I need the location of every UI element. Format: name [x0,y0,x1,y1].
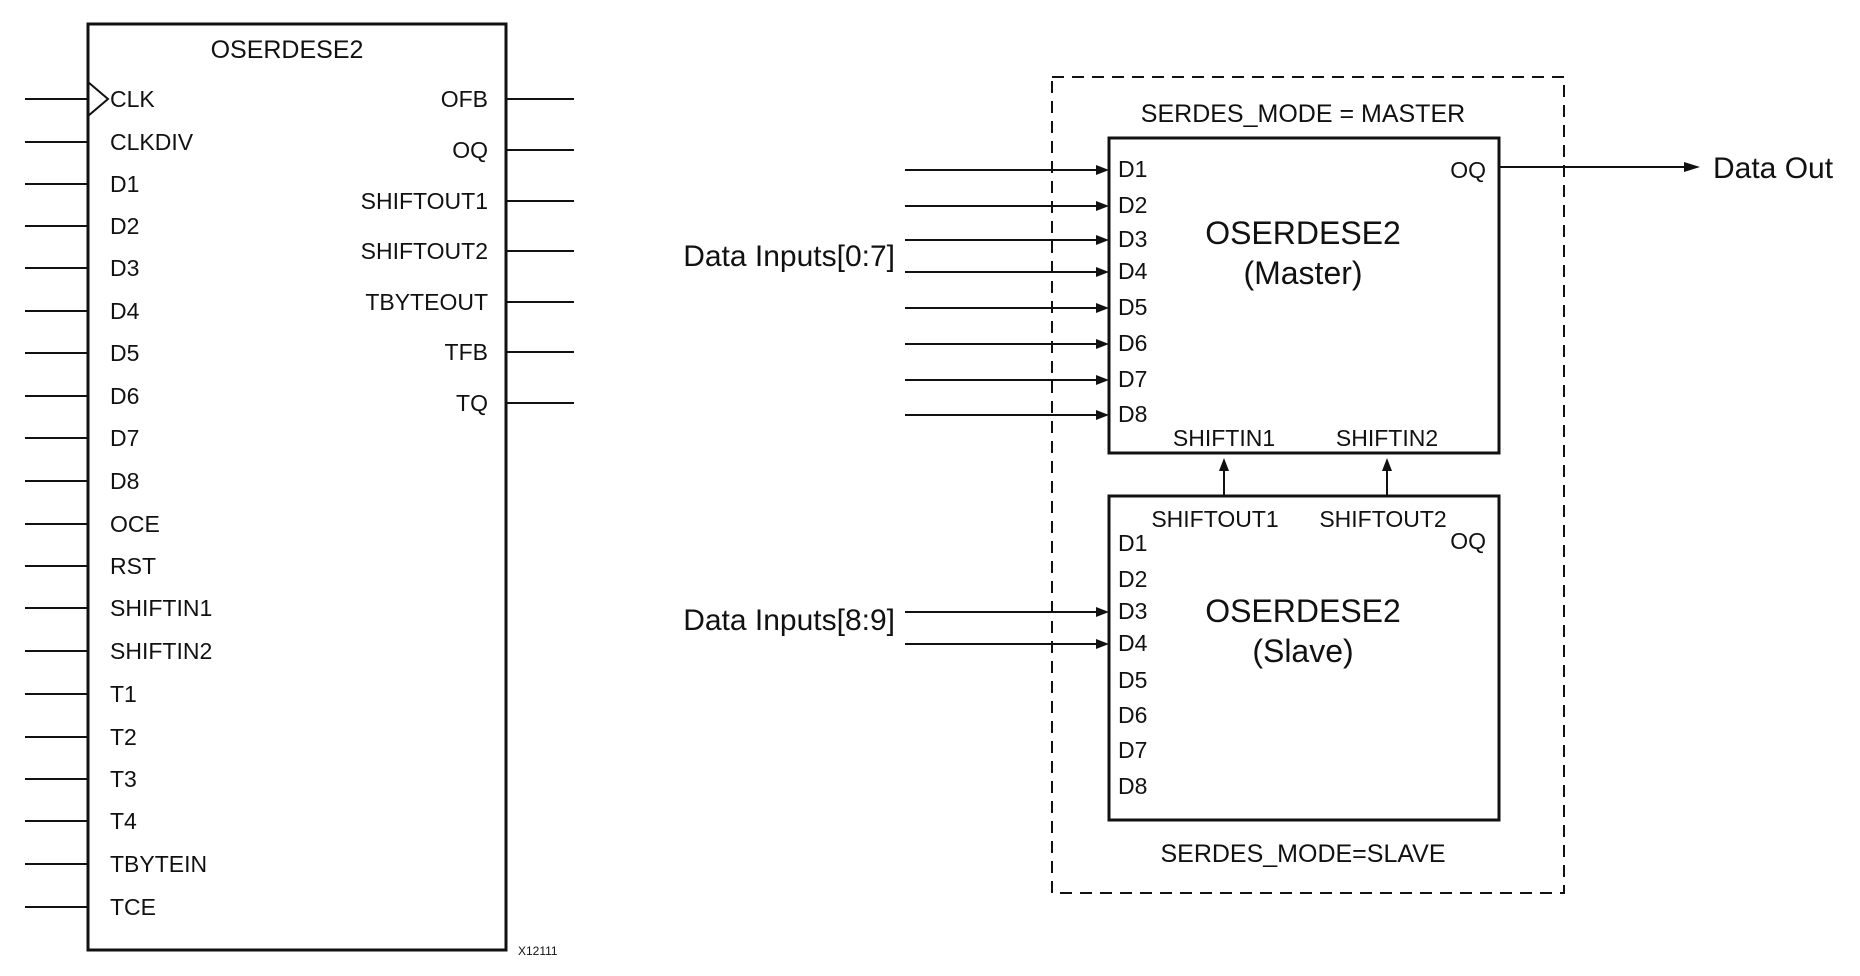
left-input-label-shiftin1: SHIFTIN1 [110,595,212,621]
clk-triangle-icon [87,81,110,117]
data-out: Data Out [1499,152,1834,185]
master-input-arrowhead-d8 [1096,410,1109,420]
master-input-arrowhead-d6 [1096,339,1109,349]
slave-name: OSERDESE2 [1205,593,1401,629]
master-input-arrowhead-d4 [1096,267,1109,277]
left-input-label-tbytein: TBYTEIN [110,851,207,877]
master-input-arrowhead-d5 [1096,303,1109,313]
left-input-label-t3: T3 [110,766,137,792]
master-input-arrowhead-d2 [1096,201,1109,211]
shift1-arrowhead [1219,458,1229,471]
slave-input-label-d4: D4 [1118,630,1148,656]
data-out-arrowhead [1684,162,1700,172]
slave-box [1107,494,1501,822]
shift2-arrowhead [1382,458,1392,471]
left-input-label-d4: D4 [110,298,140,324]
cascade-boundary [1051,76,1565,894]
left-input-label-t4: T4 [110,808,137,834]
left-input-label-clkdiv: CLKDIV [110,129,194,155]
master-input-label-d3: D3 [1118,226,1147,252]
master-name: OSERDESE2 [1205,215,1401,251]
slave-shiftout2-label: SHIFTOUT2 [1319,506,1446,532]
master-input-label-d7: D7 [1118,366,1147,392]
left-input-label-t2: T2 [110,724,137,750]
master-mode-label: SERDES_MODE = MASTER [1141,100,1465,128]
master-input-label-d5: D5 [1118,294,1147,320]
master-shiftin2-label: SHIFTIN2 [1336,425,1438,451]
left-output-label-ofb: OFB [441,86,488,112]
left-input-label-d5: D5 [110,340,139,366]
left-input-label-d7: D7 [110,425,139,451]
left-primitive-box [86,22,508,952]
slave-oq-label: OQ [1450,528,1486,554]
master-shiftin1-label: SHIFTIN1 [1173,425,1275,451]
slave-block: OSERDESE2 (Slave) OQ SHIFTOUT1 SHIFTOUT2… [905,494,1501,822]
figure-id: X12111 [518,944,558,958]
left-input-label-tce: TCE [110,894,156,920]
slave-role: (Slave) [1252,633,1353,669]
master-input-label-d1: D1 [1118,156,1147,182]
slave-input-label-d6: D6 [1118,702,1147,728]
left-input-label-d3: D3 [110,255,139,281]
left-input-label-d8: D8 [110,468,139,494]
slave-shiftout1-label: SHIFTOUT1 [1151,506,1278,532]
master-role: (Master) [1243,255,1362,291]
slave-input-label-d3: D3 [1118,598,1147,624]
left-primitive-title: OSERDESE2 [211,36,364,64]
master-box [1107,136,1501,455]
master-input-label-d4: D4 [1118,258,1148,284]
left-output-label-shiftout2: SHIFTOUT2 [361,238,488,264]
left-input-label-d1: D1 [110,171,139,197]
left-output-label-tq: TQ [456,390,488,416]
master-input-arrowhead-d7 [1096,375,1109,385]
data-inputs-slave-label: Data Inputs[8:9] [683,604,895,637]
cascade-diagram: SERDES_MODE = MASTER SERDES_MODE=SLAVE O… [683,76,1834,894]
left-output-label-tfb: TFB [445,339,488,365]
data-out-label: Data Out [1713,152,1834,185]
slave-input-label-d7: D7 [1118,737,1147,763]
slave-input-arrowhead-d3 [1096,607,1109,617]
slave-input-arrowhead-d4 [1096,639,1109,649]
left-input-label-shiftin2: SHIFTIN2 [110,638,212,664]
left-input-label-rst: RST [110,553,156,579]
slave-mode-label: SERDES_MODE=SLAVE [1160,840,1445,868]
left-input-label-d2: D2 [110,213,139,239]
master-input-label-d6: D6 [1118,330,1147,356]
master-input-label-d2: D2 [1118,192,1147,218]
left-output-label-oq: OQ [452,137,488,163]
master-block: OSERDESE2 (Master) OQ SHIFTIN1 SHIFTIN2 … [905,136,1501,455]
master-input-label-d8: D8 [1118,401,1147,427]
left-input-label-oce: OCE [110,511,160,537]
slave-input-label-d1: D1 [1118,530,1147,556]
slave-input-label-d2: D2 [1118,566,1147,592]
master-oq-label: OQ [1450,157,1486,183]
master-input-arrowhead-d1 [1096,165,1109,175]
slave-input-label-d8: D8 [1118,773,1147,799]
master-input-arrowhead-d3 [1096,235,1109,245]
left-output-label-tbyteout: TBYTEOUT [365,289,488,315]
left-input-label-clk: CLK [110,86,155,112]
left-input-label-t1: T1 [110,681,137,707]
left-output-label-shiftout1: SHIFTOUT1 [361,188,488,214]
data-inputs-master-label: Data Inputs[0:7] [683,240,895,273]
cascade-connections [1219,458,1392,496]
slave-input-label-d5: D5 [1118,667,1147,693]
left-input-label-d6: D6 [110,383,139,409]
